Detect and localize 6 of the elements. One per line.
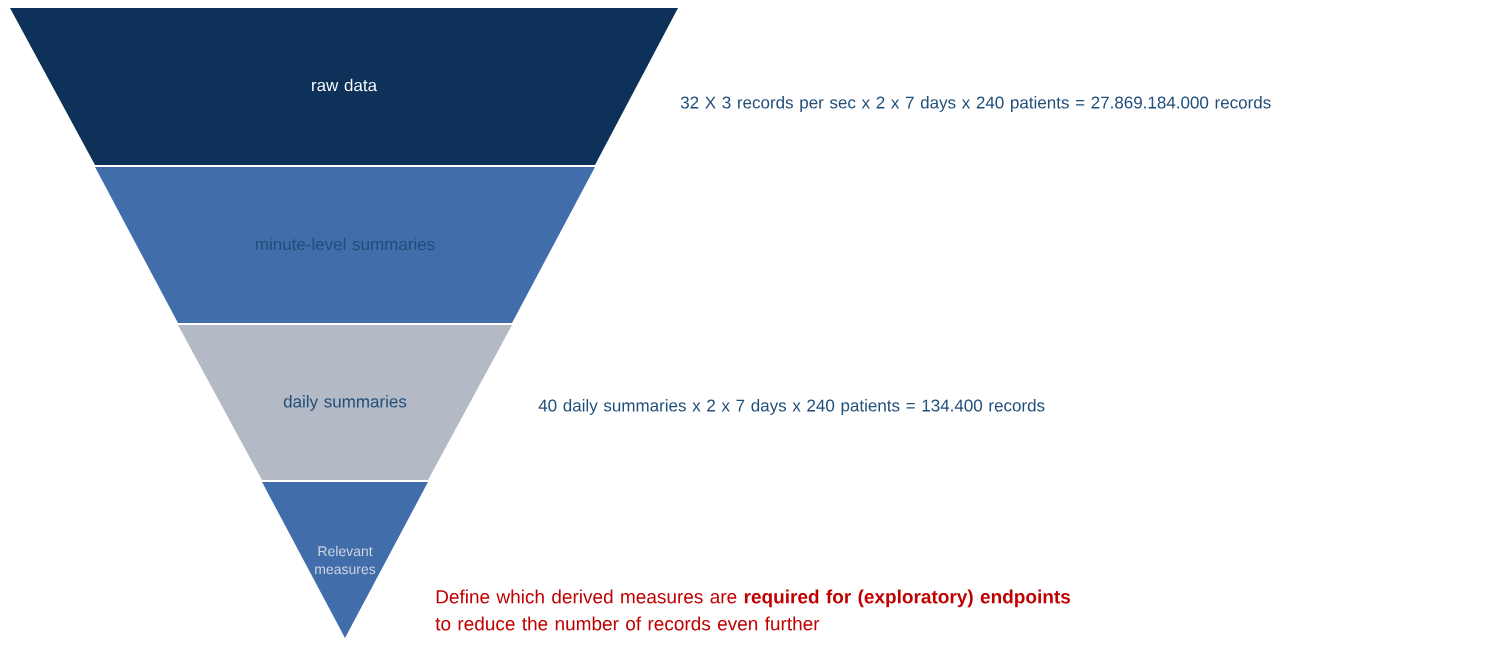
- annotation-text: 40 daily summaries x 2 x 7 days x 240 patients = 134.400 records: [538, 399, 1045, 415]
- funnel-segment: daily summaries: [178, 325, 512, 480]
- annotation-text: Define which derived measures are required for (exploratory) endpoints to reduce the number of records even further: [435, 589, 1071, 631]
- funnel-segment: Relevant measures: [262, 482, 428, 638]
- funnel-segment: raw data: [10, 8, 678, 165]
- annotation-text: 32 X 3 records per sec x 2 x 7 days x 240 patients = 27.869.184.000 records: [680, 96, 1271, 112]
